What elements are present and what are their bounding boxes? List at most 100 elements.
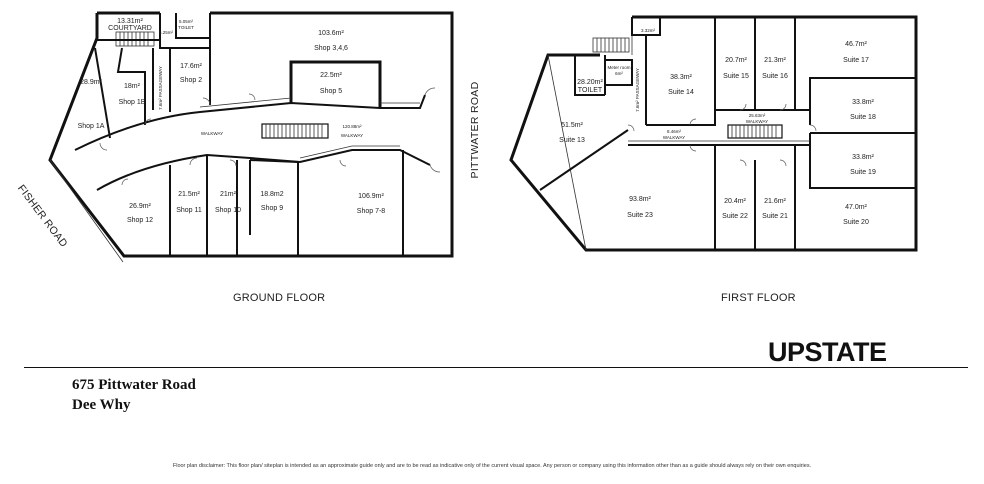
ff-small-area: 3.32m² (641, 28, 656, 33)
brand-logo: UPSTATE (768, 337, 887, 367)
walkway-north-wall (74, 94, 426, 151)
ff-toilet-area: 28.20m² (577, 79, 603, 86)
pittwater-road-label: PITTWATER ROAD (469, 81, 481, 178)
first-floor-escalator (727, 124, 783, 139)
shop-12-area: 26.9m² (129, 203, 151, 210)
shop-11-name: Shop 11 (176, 207, 202, 214)
shop-12-name: Shop 12 (127, 217, 153, 224)
suite-20-name: Suite 20 (843, 219, 869, 226)
shop-78-area: 106.9m² (358, 193, 384, 200)
gf-small-area: 5.25m² (159, 30, 174, 35)
shop-1b-name: Shop 1B (119, 99, 146, 106)
address-line-1: 675 Pittwater Road (72, 377, 196, 393)
ff-boundary-line (547, 54, 587, 251)
suite-23-name: Suite 23 (627, 212, 653, 219)
gf-toilet-area: 5.05m² (179, 19, 194, 24)
ff-passageway: 7.6m² PASSAGEWAY (635, 68, 640, 112)
shop-11-area: 21.5m² (178, 191, 200, 198)
gf-toilet-name: TOILET (178, 25, 194, 30)
walkway-area: 120.88m² (342, 124, 362, 129)
suite-14-name: Suite 14 (668, 89, 694, 96)
suite-17-18-wall (809, 77, 916, 110)
suite-16-name: Suite 16 (762, 73, 788, 80)
ff-walkway-a-name: WALKWAY (663, 135, 685, 140)
meter-room-area: 6m² (615, 71, 623, 76)
first-floor-labels: 3.32m² Meter room 6m² 28.20m² TOILET 7.6… (559, 28, 876, 226)
ff-walkway-b-area: 25.63m² (749, 113, 766, 118)
walkway-name: WALKWAY (341, 133, 363, 138)
first-floor-title: FIRST FLOOR (721, 292, 796, 304)
address-line-2: Dee Why (72, 397, 131, 413)
shop-10-name: Shop 10 (215, 207, 241, 214)
first-floor-plan (509, 15, 918, 252)
suite-18-area: 33.8m² (852, 99, 874, 106)
suite-13-name: Suite 13 (559, 137, 585, 144)
shop-1b-area: 18m² (124, 83, 141, 90)
walkway-left-label: WALKWAY (201, 131, 223, 136)
ground-floor-plan (48, 11, 454, 263)
shop-9-name: Shop 9 (261, 205, 283, 212)
suite-18-19-20-walls (809, 132, 916, 189)
ff-south-suite-walls (714, 145, 796, 250)
shop-5-wall (289, 60, 382, 108)
floor-plans: 13.31m² COURTYARD 5.05m² TOILET 5.25m² 7… (15, 11, 918, 263)
gf-passageway: 7.6m² PASSAGEWAY (158, 66, 163, 110)
shop-78-name: Shop 7-8 (357, 208, 386, 215)
ground-floor-doors (99, 87, 441, 186)
ground-floor-labels: 13.31m² COURTYARD 5.05m² TOILET 5.25m² 7… (15, 18, 481, 250)
suite-13-area: 51.5m² (561, 122, 583, 129)
suite-16-area: 21.3m² (764, 57, 786, 64)
suite-17-area: 46.7m² (845, 41, 867, 48)
courtyard-area: 13.31m² (117, 18, 143, 25)
walkway-north-line (199, 97, 420, 108)
courtyard-block-wall (159, 13, 211, 49)
ground-floor-outer-wall (48, 11, 454, 258)
ff-walkway-b-name: WALKWAY (746, 119, 768, 124)
suite-15-area: 20.7m² (725, 57, 747, 64)
divider-line (24, 367, 968, 368)
floor-plan-disclaimer: Floor plan disclaimer: This floor plan/ … (172, 463, 812, 469)
meter-room-name: Meter room (607, 65, 630, 70)
suite-21-name: Suite 21 (762, 213, 788, 220)
courtyard-name: COURTYARD (108, 25, 152, 32)
ff-toilet-name: TOILET (578, 87, 603, 94)
fisher-road-label: FISHER ROAD (15, 183, 70, 250)
ff-north-suite-walls (646, 17, 810, 126)
suite-22-name: Suite 22 (722, 213, 748, 220)
suite-18-name: Suite 18 (850, 114, 876, 121)
first-floor-doors (627, 103, 817, 167)
shop-2-walls (169, 48, 211, 112)
shop-1a-partition (94, 47, 111, 139)
ff-toilet-walls (574, 55, 606, 96)
suite-22-area: 20.4m² (724, 198, 746, 205)
toilet-wall (175, 13, 210, 39)
shop-9-top-wall (249, 159, 299, 163)
suite-23-area: 93.8m² (629, 196, 651, 203)
shop-5-area: 22.5m² (320, 72, 342, 79)
ground-floor-title: GROUND FLOOR (233, 292, 326, 304)
suite-17-name: Suite 17 (843, 57, 869, 64)
shop-1a-area: 28.9m² (80, 79, 102, 86)
ff-walkway-a-area: 8.46m² (667, 129, 682, 134)
suite-19-name: Suite 19 (850, 169, 876, 176)
walkway-south-wall (96, 149, 431, 191)
shop-1a-name: Shop 1A (78, 123, 105, 130)
meter-room-walls (605, 59, 633, 86)
shop-9-area: 18.8m2 (260, 191, 283, 198)
shop-346-name: Shop 3,4,6 (314, 45, 348, 52)
first-floor-stairs (592, 37, 630, 53)
shop-346-area: 103.6m² (318, 30, 344, 37)
shop-2-area: 17.6m² (180, 63, 202, 70)
suite-21-area: 21.6m² (764, 198, 786, 205)
shop-2-name: Shop 2 (180, 77, 202, 84)
suite-19-area: 33.8m² (852, 154, 874, 161)
suite-13-23-wall (539, 129, 629, 191)
suite-20-area: 47.0m² (845, 204, 867, 211)
walkway-south-line (299, 145, 400, 159)
suite-14-area: 38.3m² (670, 74, 692, 81)
shop-1b-walls (116, 47, 146, 125)
shop-10-area: 21m² (220, 191, 237, 198)
suite-15-name: Suite 15 (723, 73, 749, 80)
fisher-road-boundary (49, 159, 124, 263)
shop-5-name: Shop 5 (320, 88, 342, 95)
